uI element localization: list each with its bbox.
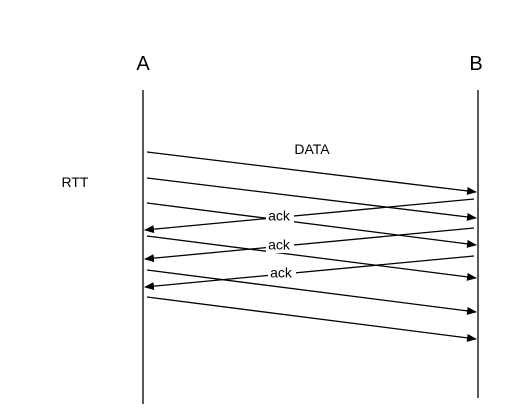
data-arrow-1 [146,151,477,195]
data-label: DATA [294,141,330,157]
ack-arrow-2 [144,227,475,263]
data-arrow-3 [146,202,477,248]
ack-label-3: ack [270,265,293,281]
ack-label-3-background [268,266,296,281]
node-label-a: A [136,53,150,75]
ack-label-2-group: ack [266,237,294,253]
ack-label-1-group: ack [266,208,294,224]
data-arrow-2 [146,177,477,221]
ack-arrow-3 [144,255,475,291]
data-arrow-6 [146,296,477,342]
rtt-label: RTT [62,174,89,190]
data-arrow-4 [146,235,477,281]
ack-label-3-group: ack [268,265,296,281]
ack-label-1-background [266,209,294,224]
node-label-b: B [469,53,482,75]
ack-label-1: ack [268,208,291,224]
ack-label-2-background [266,238,294,253]
ack-label-2: ack [268,237,291,253]
ack-arrow-1 [144,198,475,234]
data-arrow-5 [146,269,477,315]
